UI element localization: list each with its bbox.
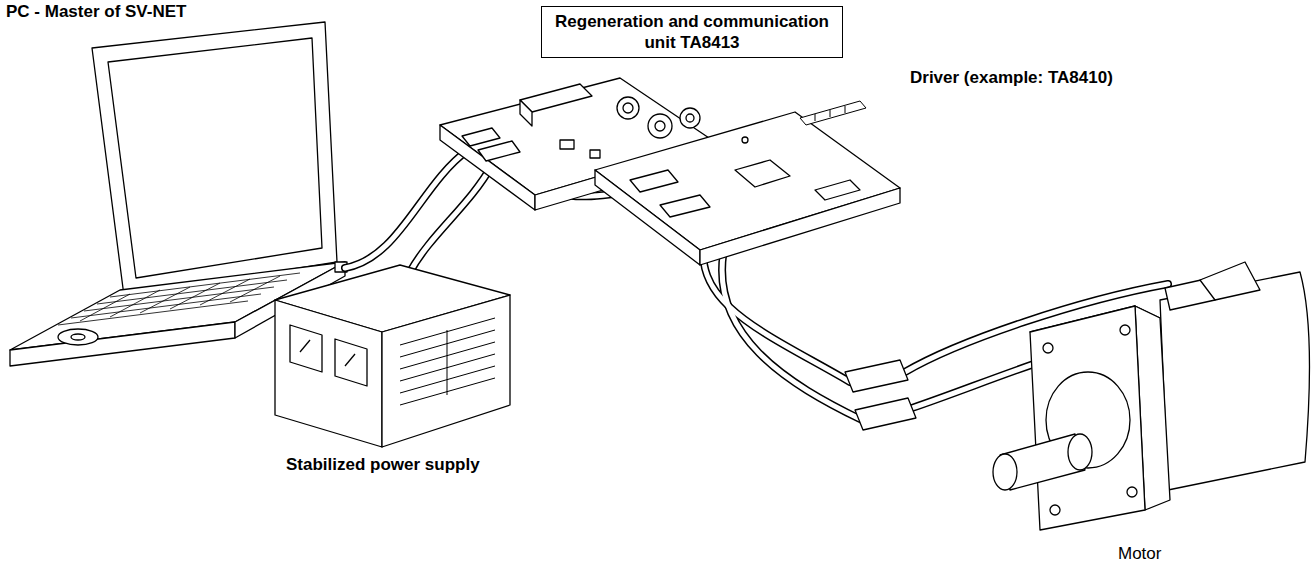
motor-illustration (993, 262, 1309, 530)
pc-label: PC - Master of SV-NET (6, 2, 186, 22)
motor-label: Motor (1118, 544, 1161, 564)
driver-board-illustration (595, 101, 900, 265)
driver-label: Driver (example: TA8410) (910, 68, 1113, 88)
power-supply-label: Stabilized power supply (286, 455, 480, 475)
power-supply-illustration (275, 265, 510, 447)
callout-text: Regeneration and communication unit TA84… (550, 11, 834, 53)
callout-box: Regeneration and communication unit TA84… (541, 6, 843, 58)
cable-connectors (845, 360, 916, 430)
